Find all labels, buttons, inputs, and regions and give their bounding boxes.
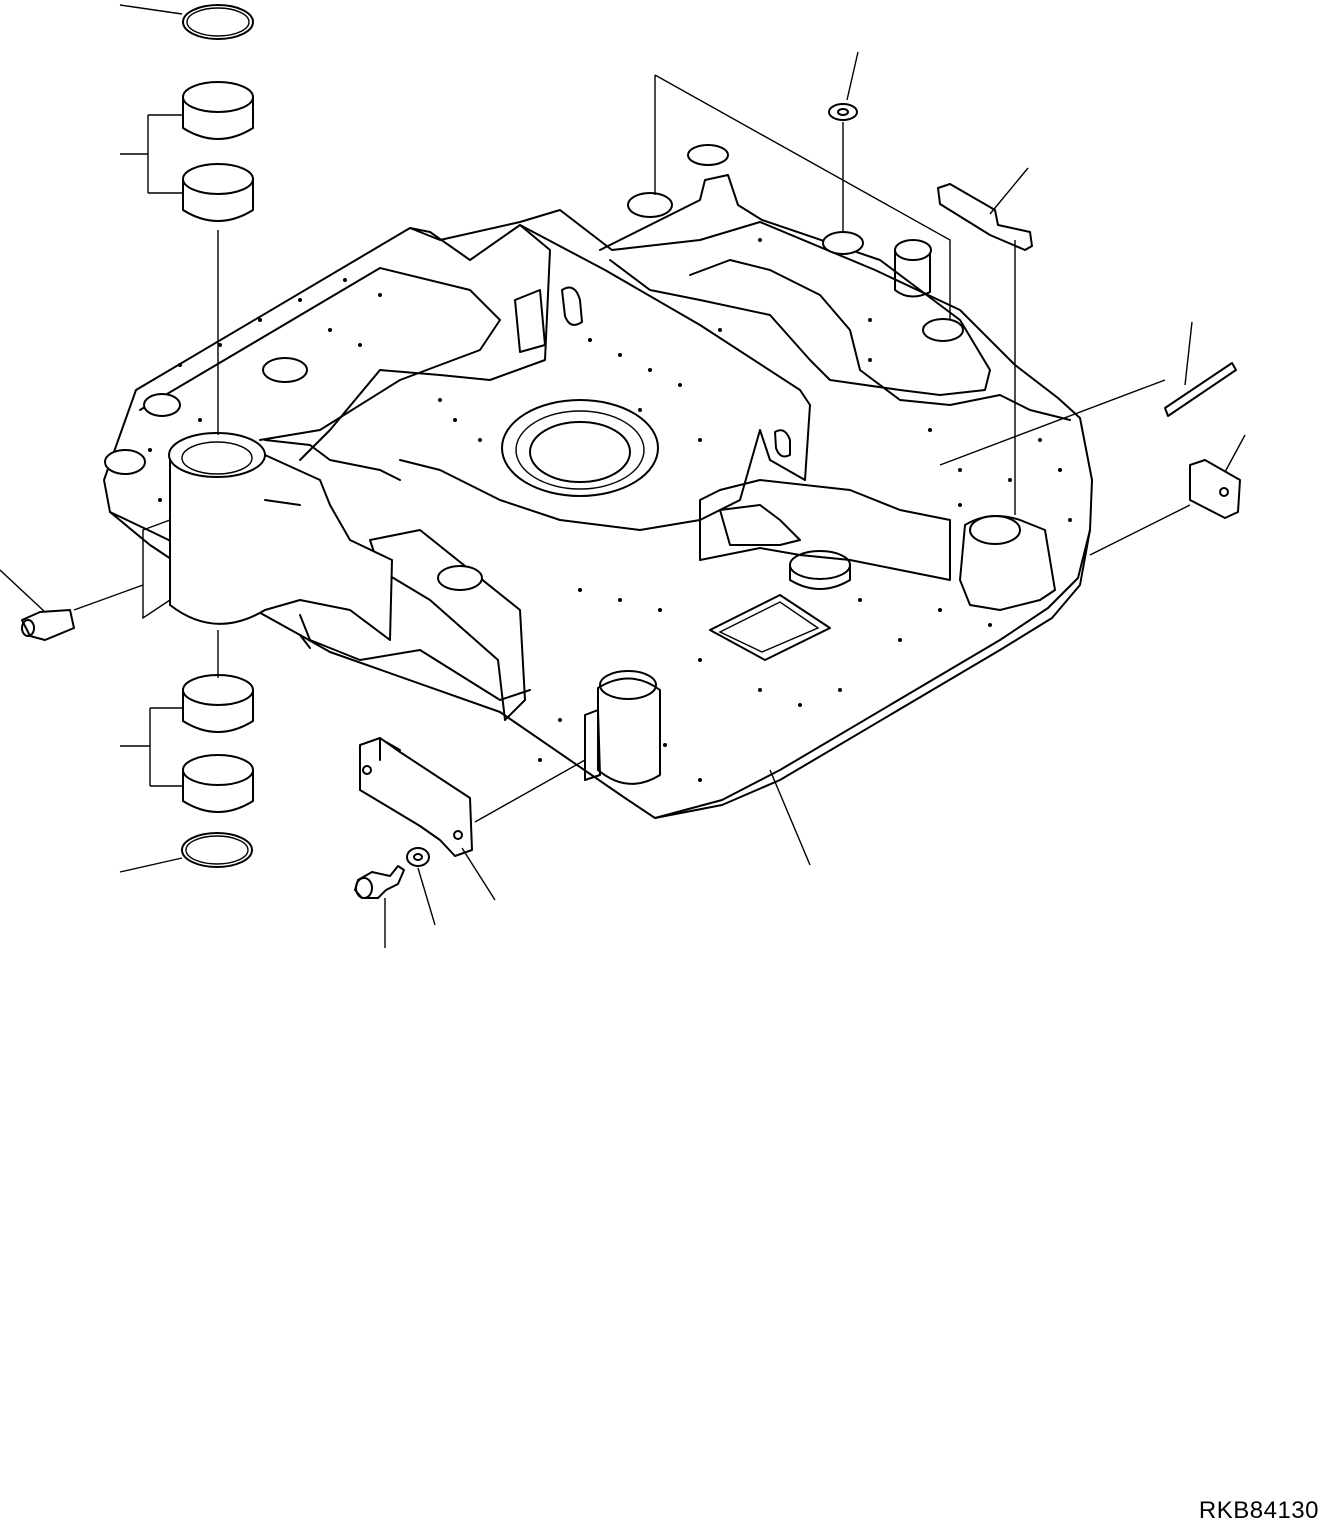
frame-base-plate: [104, 210, 1092, 818]
bolt: [355, 866, 404, 898]
boss-top-2: [628, 193, 672, 217]
snap-ring-upper: [183, 5, 253, 39]
revolving-frame: [104, 145, 1092, 818]
bottom-pillar-top: [600, 671, 656, 699]
frame-holes: [148, 238, 1072, 782]
boom-foot-boss-top: [970, 516, 1020, 544]
left-bracket: [370, 530, 525, 720]
cover-plate: [360, 738, 472, 856]
center-beam-left: [300, 225, 550, 460]
washer: [407, 848, 429, 866]
snap-ring-lower: [182, 833, 252, 867]
leader-lines: [0, 5, 1245, 948]
boss-top-cylinder: [895, 250, 930, 297]
center-beam-left-face: [400, 225, 810, 530]
swing-bracket-boss: [143, 433, 400, 640]
boss-rear-3: [263, 358, 307, 382]
boom-foot-boss: [960, 516, 1055, 610]
boss-center-bottom-side: [790, 565, 850, 589]
bottom-hatch: [710, 595, 830, 660]
figure-code-label: RKB84130: [1198, 1497, 1319, 1524]
bottom-pillar: [598, 678, 660, 783]
grease-fitting: [22, 610, 74, 640]
cross-beam-inner: [720, 505, 800, 545]
right-beam: [600, 175, 990, 395]
boss-rear-2: [144, 394, 180, 416]
left-bracket-boss: [438, 566, 482, 590]
bottom-pillar-bracket: [585, 710, 600, 780]
stopper-bar: [1165, 363, 1236, 416]
bushing-pair-lower: [183, 675, 253, 812]
swing-circle-outer: [502, 400, 658, 496]
boss-top-bore: [169, 433, 265, 477]
lower-left-plates: [300, 615, 530, 700]
cross-beam: [700, 480, 950, 580]
right-beam-lower: [690, 260, 1070, 420]
bracket-block: [1190, 460, 1240, 518]
boss-center-bottom: [790, 551, 850, 579]
left-deck: [140, 268, 500, 440]
bushing-pair-upper: [183, 82, 253, 221]
boss-bracket-plate: [143, 520, 170, 618]
bottom-hatch-inner: [720, 602, 818, 652]
boss-top-1: [688, 145, 728, 165]
boss-body: [170, 455, 392, 640]
beam-window-3: [775, 430, 790, 456]
beam-window-1: [515, 290, 545, 352]
boss-arm: [265, 440, 400, 505]
swing-circle-bolt-ring: [516, 411, 644, 489]
plate-washer: [829, 104, 857, 120]
boss-top-4: [923, 319, 963, 341]
boss-top-3: [823, 232, 863, 254]
swing-circle-inner: [530, 422, 630, 482]
boss-rear-1: [105, 450, 145, 474]
boss-top-cylinder-cap: [895, 240, 931, 260]
beam-window-2: [562, 288, 582, 325]
shim-plate: [938, 184, 1032, 250]
boss-top-bore-inner: [182, 442, 252, 474]
